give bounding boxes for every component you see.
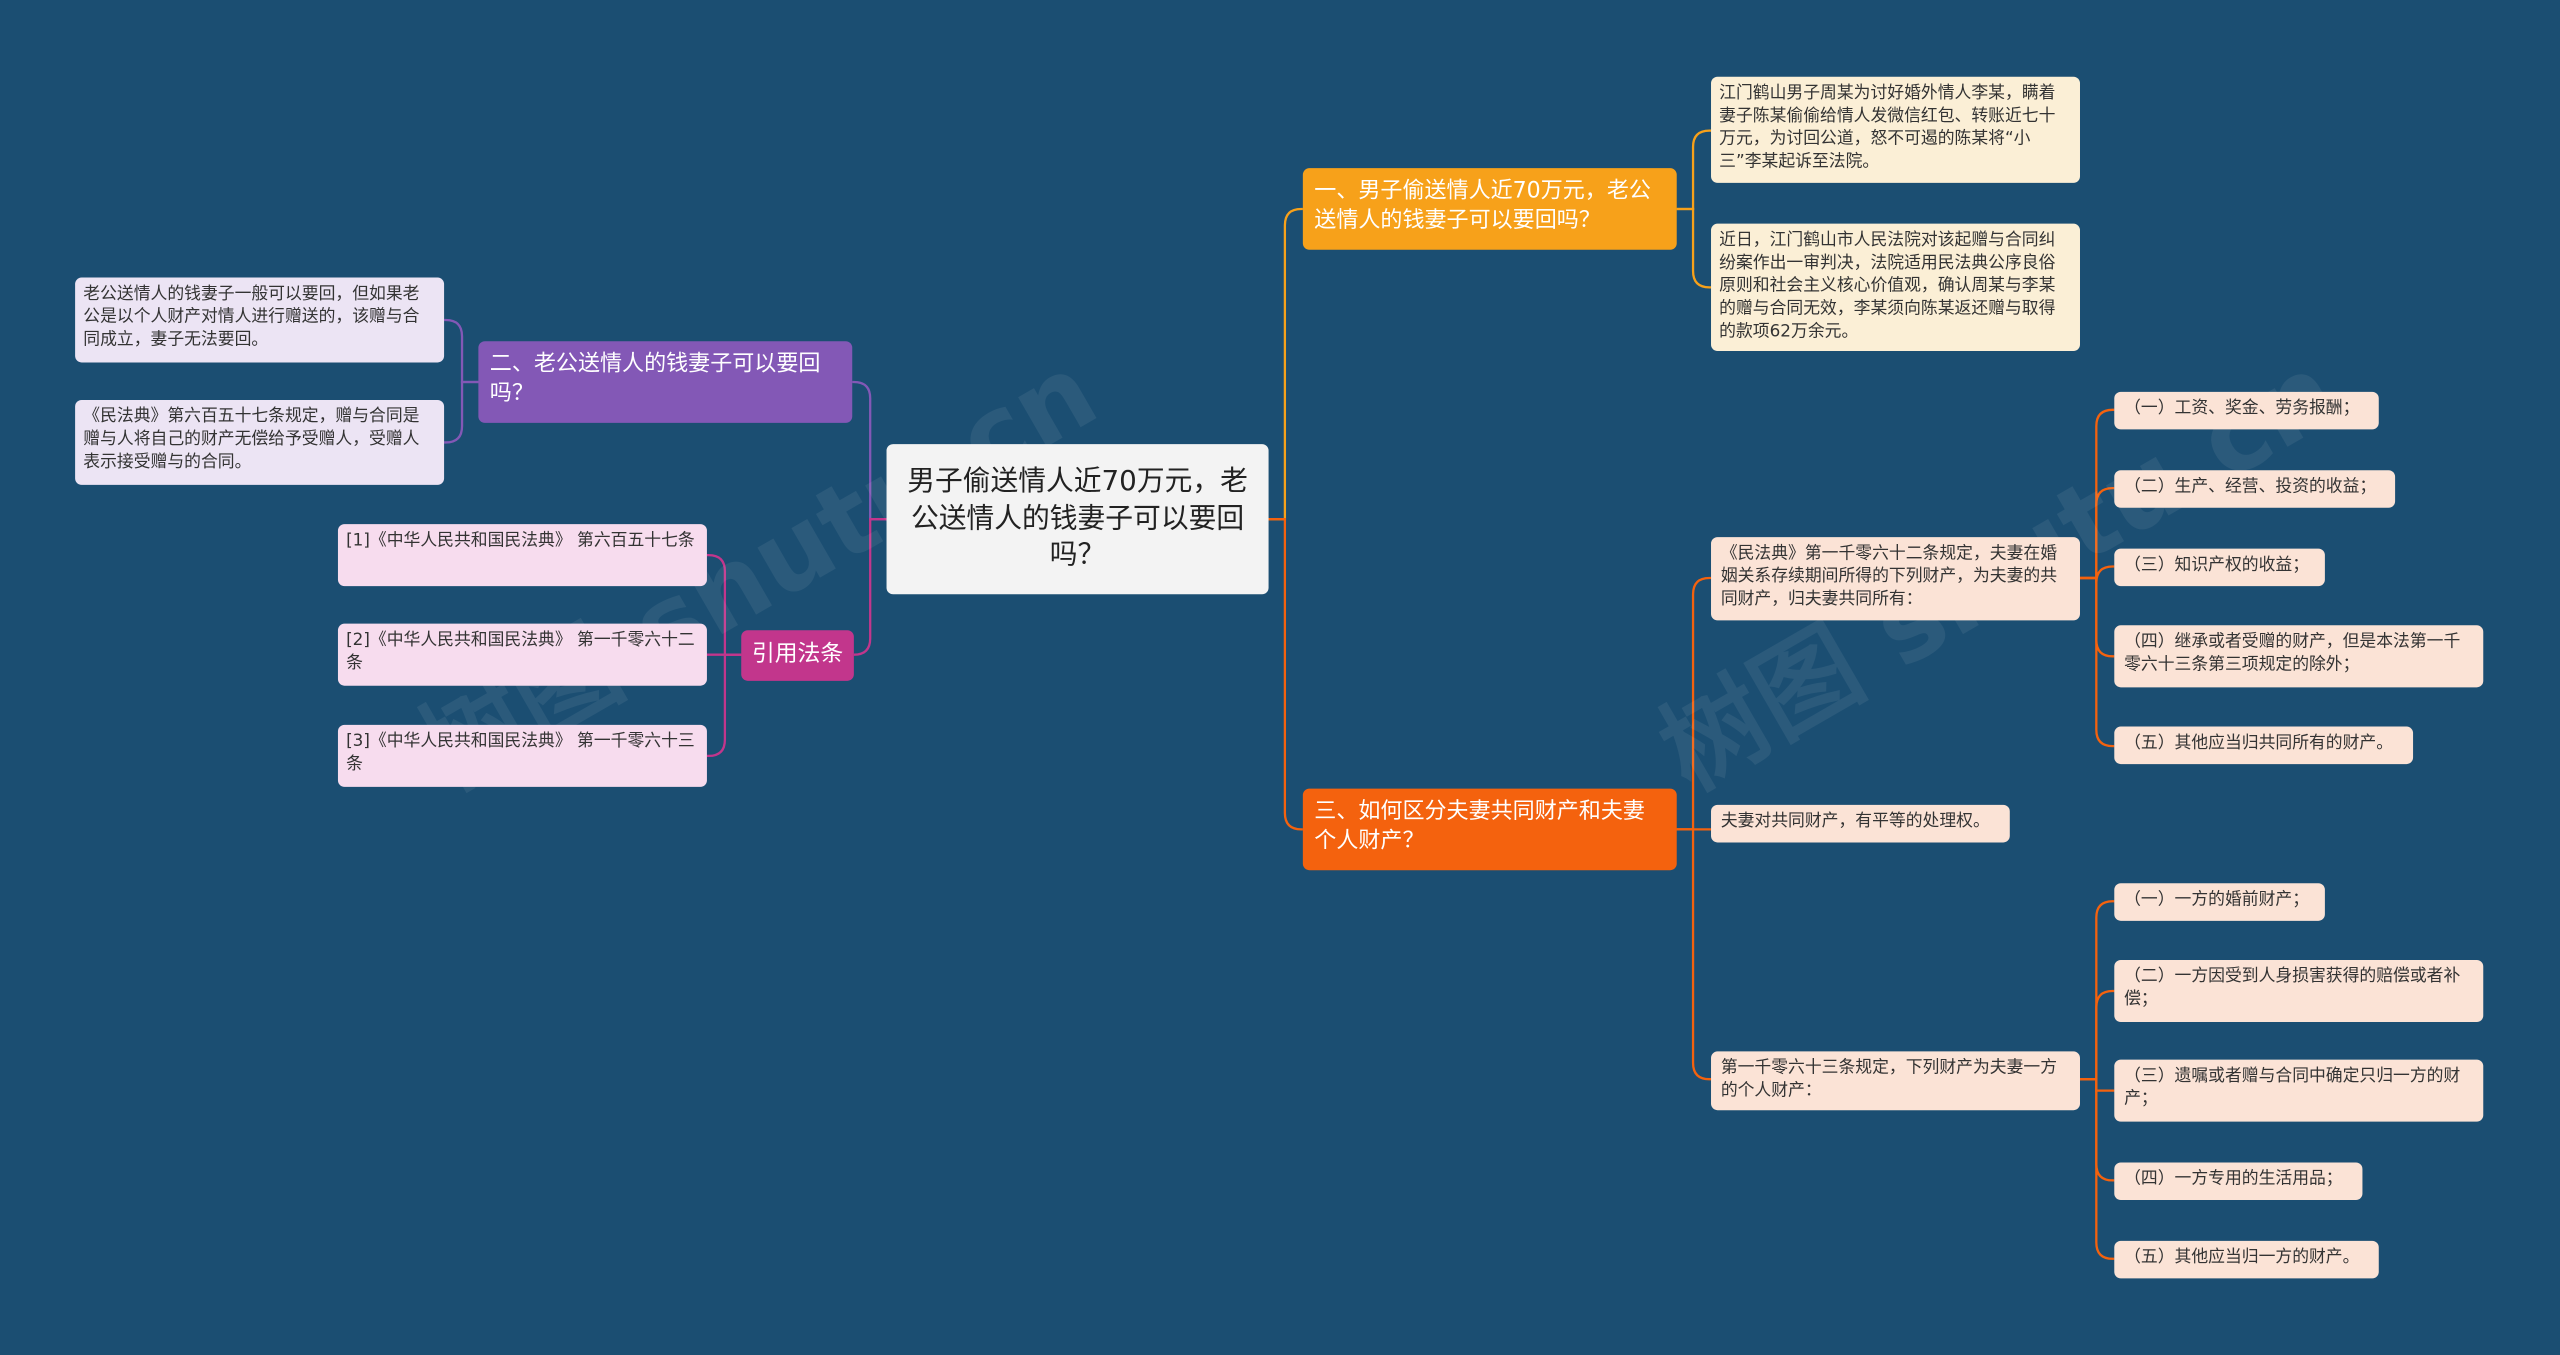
branch-3-sub-1-item-1[interactable]: （一）工资、奖金、劳务报酬；: [2114, 391, 2379, 430]
branch-2-leaf-1[interactable]: 老公送情人的钱妻子一般可以要回，但如果老公是以个人财产对情人进行赠送的，该赠与合…: [75, 277, 445, 363]
root-topic[interactable]: 男子偷送情人近70万元，老公送情人的钱妻子可以要回吗？: [886, 444, 1269, 595]
branch-3-sub-3-item-5[interactable]: （五）其他应当归一方的财产。: [2114, 1240, 2379, 1279]
branch-3-sub-3-item-1[interactable]: （一）一方的婚前财产；: [2114, 883, 2325, 921]
reference-item-3[interactable]: [3]《中华人民共和国民法典》 第一千零六十三条: [337, 724, 707, 787]
branch-3-topic[interactable]: 三、如何区分夫妻共同财产和夫妻个人财产？: [1302, 788, 1677, 871]
branch-3-sub-3[interactable]: 第一千零六十三条规定，下列财产为夫妻一方的个人财产：: [1711, 1051, 2080, 1111]
reference-item-1[interactable]: [1]《中华人民共和国民法典》 第六百五十七条: [337, 524, 707, 587]
branch-3-sub-1-item-5[interactable]: （五）其他应当归共同所有的财产。: [2114, 726, 2414, 765]
branch-3-sub-1-item-4[interactable]: （四）继承或者受赠的财产，但是本法第一千零六十三条第三项规定的除外；: [2114, 625, 2484, 688]
branch-3-sub-1-item-2[interactable]: （二）生产、经营、投资的收益；: [2114, 470, 2396, 508]
branch-3-sub-1-item-3[interactable]: （三）知识产权的收益；: [2114, 548, 2325, 587]
branch-3-sub-2[interactable]: 夫妻对共同财产，有平等的处理权。: [1711, 804, 2010, 843]
branch-3-sub-3-item-4[interactable]: （四）一方专用的生活用品；: [2114, 1162, 2363, 1200]
reference-item-2[interactable]: [2]《中华人民共和国民法典》 第一千零六十二条: [337, 623, 707, 686]
branch-2-leaf-2[interactable]: 《民法典》第六百五十七条规定，赠与合同是赠与人将自己的财产无偿给予受赠人，受赠人…: [75, 399, 445, 485]
branch-2-topic[interactable]: 二、老公送情人的钱妻子可以要回吗？: [478, 341, 853, 423]
branch-3-sub-3-item-2[interactable]: （二）一方因受到人身损害获得的赔偿或者补偿；: [2114, 959, 2484, 1023]
branch-1-leaf-1[interactable]: 江门鹤山男子周某为讨好婚外情人李某，瞒着妻子陈某偷偷给情人发微信红包、转账近七十…: [1711, 76, 2080, 183]
references-topic[interactable]: 引用法条: [741, 630, 854, 681]
branch-3-sub-1[interactable]: 《民法典》第一千零六十二条规定，夫妻在婚姻关系存续期间所得的下列财产，为夫妻的共…: [1711, 537, 2080, 621]
branch-1-topic[interactable]: 一、男子偷送情人近70万元，老公送情人的钱妻子可以要回吗？: [1302, 168, 1677, 250]
branch-1-leaf-2[interactable]: 近日，江门鹤山市人民法院对该起赠与合同纠纷案作出一审判决，法院适用民法典公序良俗…: [1711, 223, 2080, 352]
branch-3-sub-3-item-3[interactable]: （三）遗嘱或者赠与合同中确定只归一方的财产；: [2114, 1059, 2484, 1122]
